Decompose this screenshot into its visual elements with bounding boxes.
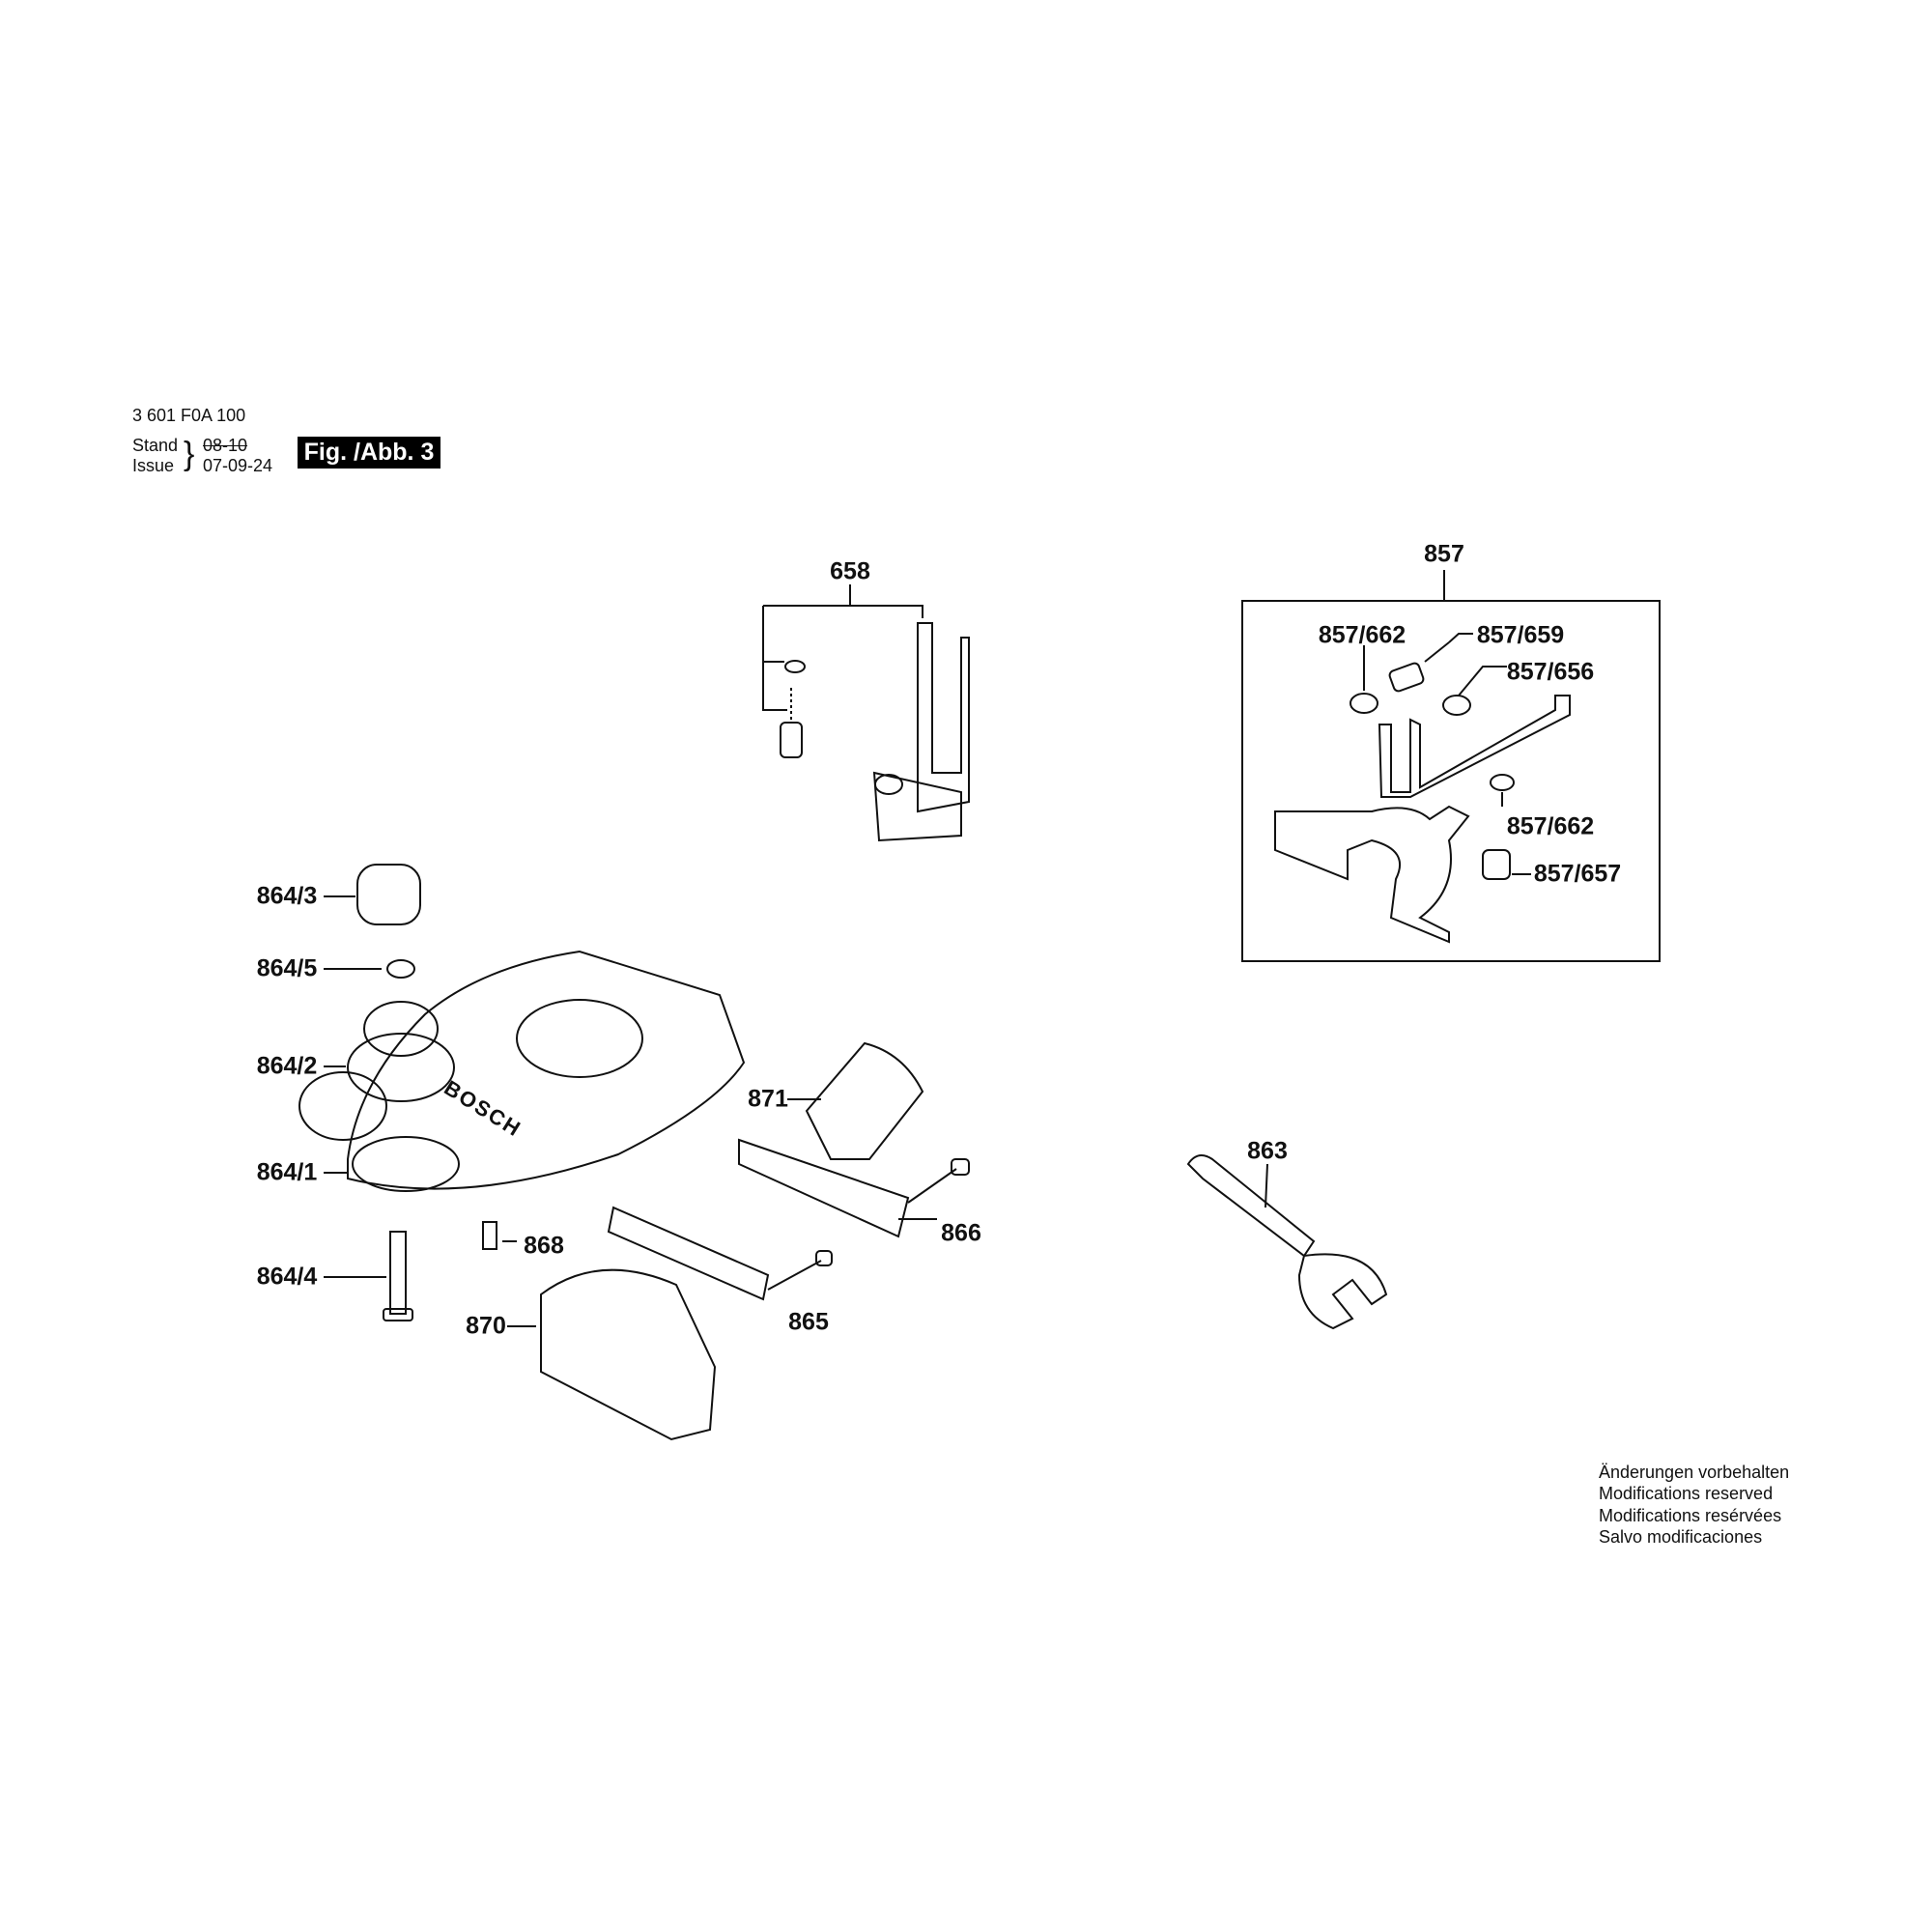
part-864-baseplate-group <box>298 864 746 1321</box>
stand-label: Stand <box>132 436 179 455</box>
callout-857-659: 857/659 <box>1476 621 1565 649</box>
callout-864-2: 864/2 <box>256 1052 318 1080</box>
part-number: 3 601 F0A 100 <box>132 406 246 425</box>
callout-865: 865 <box>788 1308 829 1336</box>
callout-857: 857 <box>1424 540 1464 568</box>
figure-label: Fig. /Abb. 3 <box>298 437 440 469</box>
callout-864-5: 864/5 <box>256 954 318 982</box>
callout-857-662: 857/662 <box>1318 621 1406 649</box>
callout-864-4: 864/4 <box>256 1263 318 1291</box>
note-line: Änderungen vorbehalten <box>1599 1463 1790 1482</box>
note-line: Modifications reserved <box>1599 1484 1774 1503</box>
part-871-dust-extraction <box>738 1041 970 1238</box>
part-870-chip-guard <box>507 1206 833 1441</box>
callout-866: 866 <box>941 1219 981 1247</box>
note-line: Modifications resérvées <box>1599 1506 1782 1525</box>
brace-icon: } <box>184 436 195 472</box>
callout-857-656: 857/656 <box>1506 658 1595 686</box>
callout-864-3: 864/3 <box>256 882 318 910</box>
callout-864-1: 864/1 <box>256 1158 318 1186</box>
callout-857-662-b: 857/662 <box>1506 812 1595 840</box>
callout-863: 863 <box>1247 1137 1288 1165</box>
part-658-guide-group <box>762 584 970 842</box>
issue-label: Issue <box>132 456 175 475</box>
callout-870: 870 <box>466 1312 506 1340</box>
callout-857-657: 857/657 <box>1533 860 1622 888</box>
part-863-wrench <box>1186 1154 1388 1330</box>
issue-date: 07-09-24 <box>203 456 273 475</box>
part-857-fence-group <box>1241 570 1661 962</box>
callout-871: 871 <box>748 1085 788 1113</box>
note-line: Salvo modificaciones <box>1599 1527 1763 1547</box>
callout-658: 658 <box>830 557 870 585</box>
callout-868: 868 <box>524 1232 564 1260</box>
old-date: 08-10 <box>203 436 248 455</box>
